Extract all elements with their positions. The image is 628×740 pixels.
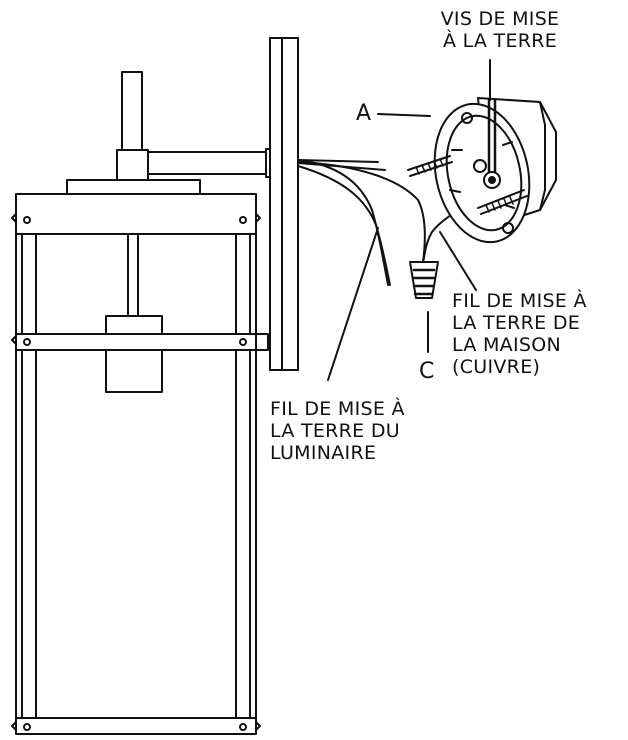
ground-screw-label-line-2: À LA TERRE	[442, 30, 558, 52]
bottom-rail	[15, 717, 257, 735]
plate-slot	[449, 141, 515, 209]
house-ground-wire-label-line-1: FIL DE MISE À	[452, 290, 587, 312]
left-post-inner	[21, 233, 37, 719]
side-nub	[11, 335, 17, 345]
wire-nut-ribs	[411, 268, 436, 296]
fixture-ground-wire-label-line-2: LA TERRE DU	[270, 420, 400, 442]
fixture-ground-wire-label-line-3: LUMINAIRE	[270, 442, 377, 464]
top-cap-base	[66, 179, 201, 195]
socket-holder	[105, 315, 163, 335]
side-nub	[255, 213, 261, 223]
mounting-screw-right-threads	[485, 196, 514, 213]
wire-nut	[409, 261, 439, 299]
label-c: C	[419, 359, 435, 384]
rivet	[239, 723, 247, 731]
plate-hole-top	[461, 112, 473, 124]
rivet	[239, 338, 247, 346]
wire-to-connector	[297, 161, 426, 263]
ground-screw-post	[487, 98, 497, 174]
house-ground-wire-label: FIL DE MISE À LA TERRE DE LA MAISON (CUI…	[452, 290, 587, 378]
ground-screw	[483, 171, 501, 189]
right-post-outer	[249, 233, 257, 719]
center-nut	[473, 159, 487, 173]
ground-screw-label-line-1: VIS DE MISE	[440, 8, 560, 30]
top-cap-block	[116, 149, 149, 181]
rivet	[239, 216, 247, 224]
fixture-ground-wire-label-line-1: FIL DE MISE À	[270, 398, 405, 420]
ground-screw-label: VIS DE MISE À LA TERRE	[430, 8, 570, 52]
mounting-screws	[407, 155, 528, 215]
upper-arm	[147, 151, 267, 175]
top-post	[121, 71, 143, 151]
leader-a	[377, 113, 431, 117]
ground-screw-center	[488, 176, 496, 184]
wall-backplate	[269, 37, 299, 371]
side-nub	[11, 721, 17, 731]
socket-body	[105, 349, 163, 393]
wire-stub-lower	[297, 162, 386, 171]
top-rail	[15, 193, 257, 235]
lower-arm	[255, 333, 269, 351]
rivet	[23, 723, 31, 731]
rivet	[23, 338, 31, 346]
side-nub	[11, 213, 17, 223]
label-a: A	[356, 101, 372, 126]
side-nub	[255, 721, 261, 731]
middle-rail	[15, 333, 257, 351]
house-ground-wire-label-line-2: LA TERRE DE	[452, 312, 581, 334]
backplate-edge	[281, 37, 299, 371]
house-ground-wire-label-line-3: LA MAISON	[452, 334, 561, 356]
plate-hole-bottom	[502, 222, 514, 234]
right-post-inner	[235, 233, 251, 719]
junction-box	[433, 97, 557, 244]
leader-lines	[327, 59, 491, 381]
lantern-body	[11, 71, 261, 735]
fixture-ground-wire	[297, 159, 389, 286]
center-rod	[127, 233, 139, 317]
house-ground-wire-label-line-4: (CUIVRE)	[452, 356, 541, 378]
fixture-ground-wire-label: FIL DE MISE À LA TERRE DU LUMINAIRE	[270, 398, 405, 464]
junction-box-edge	[539, 101, 546, 211]
leader-fixture-ground	[327, 227, 379, 381]
fixture-wire-lower	[297, 165, 391, 286]
backplate-front	[269, 37, 283, 371]
wires	[297, 159, 493, 286]
wire-nut-body	[409, 261, 439, 299]
wire-stub-upper	[297, 159, 379, 163]
leader-house-ground	[439, 231, 477, 291]
rivet	[23, 216, 31, 224]
mounting-screw-left-threads	[415, 158, 444, 175]
